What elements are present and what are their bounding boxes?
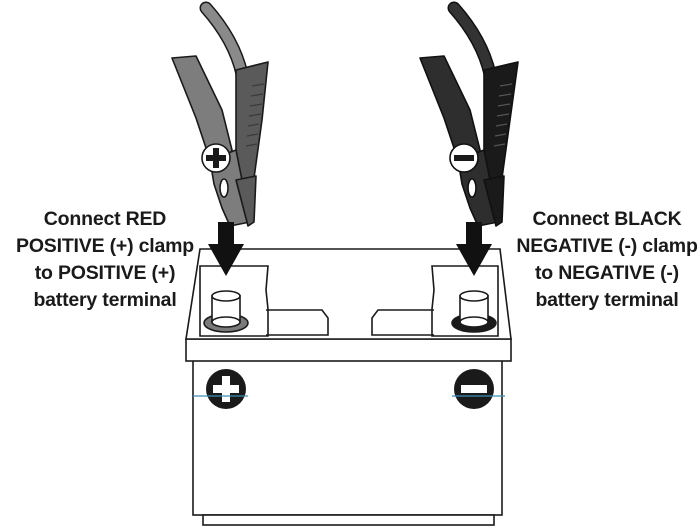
positive-clamp [171, 55, 269, 227]
battery-lid-rim [185, 338, 512, 362]
caption-line: Connect BLACK [532, 208, 682, 230]
battery [185, 248, 512, 526]
positive-terminal-post [203, 290, 249, 333]
arrow-down-icon [208, 222, 244, 276]
minus-icon [452, 369, 505, 409]
caption-line: NEGATIVE (-) clamp [516, 235, 698, 257]
negative-connection-caption: Connect BLACK NEGATIVE (-) clamp to NEGA… [502, 206, 700, 314]
negative-terminal-post [451, 290, 497, 333]
caption-line: to NEGATIVE (-) [535, 262, 679, 284]
battery-base [202, 514, 495, 526]
positive-clamp-plus-icon [201, 143, 231, 173]
caption-line: battery terminal [33, 289, 177, 311]
lid-detail-right [371, 309, 434, 336]
positive-connection-caption: Connect RED POSITIVE (+) clamp to POSITI… [0, 206, 210, 314]
lid-detail-left [266, 309, 329, 336]
caption-line: POSITIVE (+) clamp [16, 235, 194, 257]
caption-line: to POSITIVE (+) [34, 262, 176, 284]
caption-line: battery terminal [535, 289, 679, 311]
arrow-down-icon [456, 222, 492, 276]
negative-clamp-minus-icon [449, 143, 479, 173]
plus-icon [193, 369, 248, 409]
caption-line: Connect RED [43, 208, 167, 230]
negative-clamp [419, 55, 519, 227]
